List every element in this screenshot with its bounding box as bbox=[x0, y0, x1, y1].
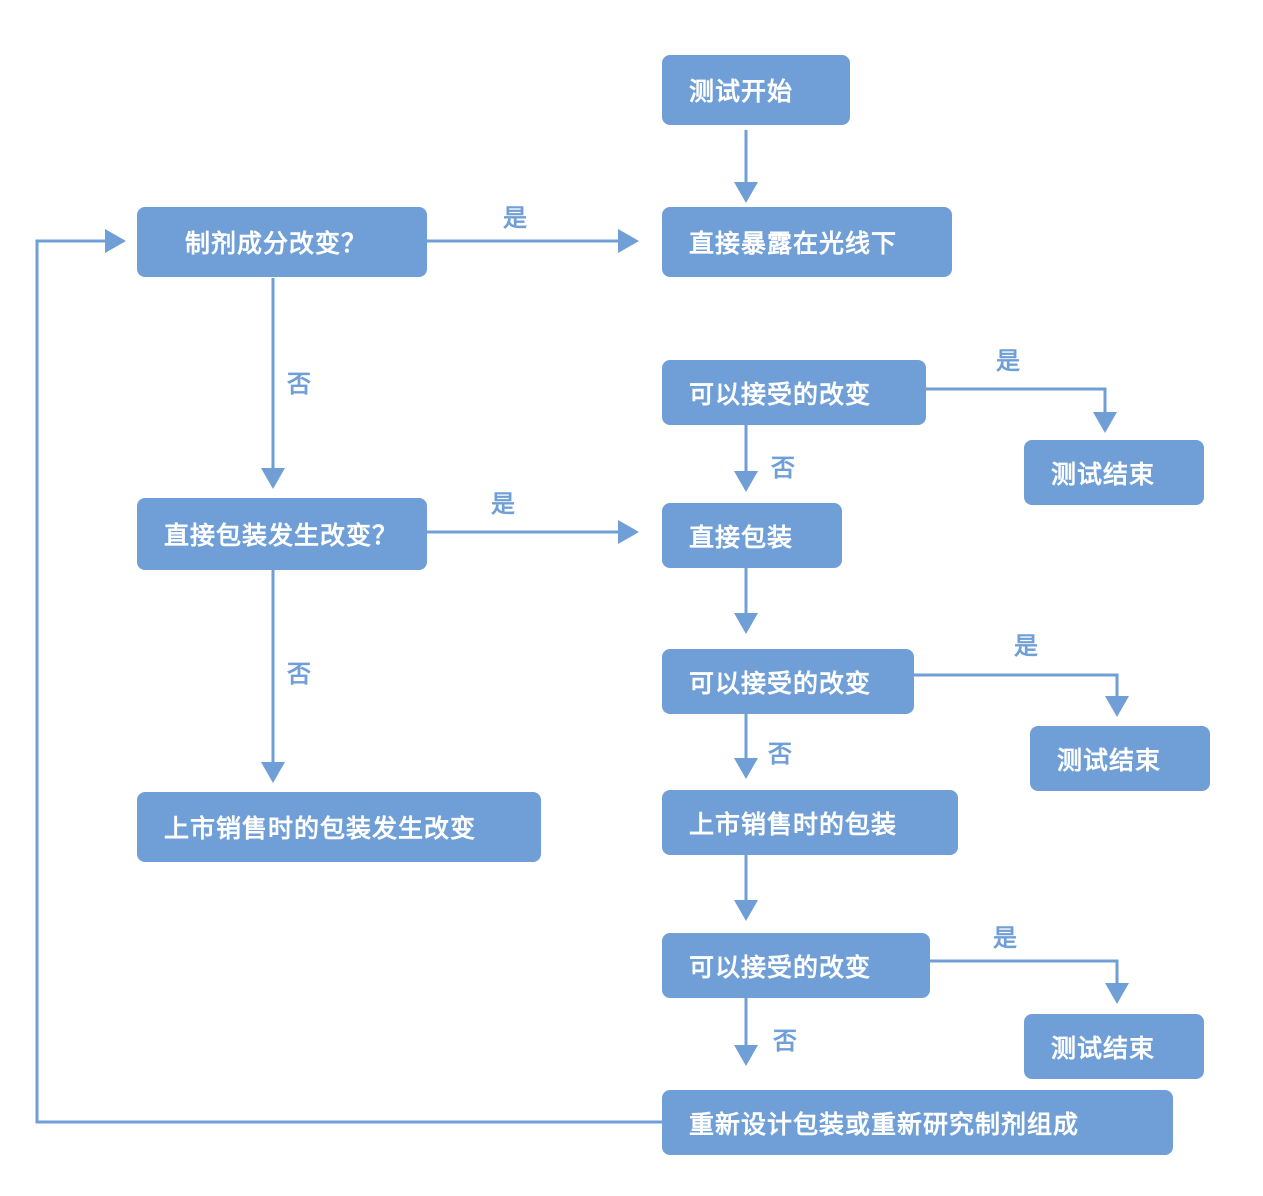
label-yes: 是 bbox=[503, 204, 527, 232]
label-no: 否 bbox=[287, 370, 311, 398]
node-end-3: 测试结束 bbox=[1024, 1014, 1204, 1079]
arrow-acc2-yes bbox=[914, 673, 1129, 717]
node-q-formulation: 制剂成分改变？ bbox=[137, 207, 427, 277]
node-direct-packaging: 直接包装 bbox=[662, 503, 842, 568]
node-end-2: 测试结束 bbox=[1030, 726, 1210, 791]
label-yes: 是 bbox=[993, 924, 1017, 952]
node-end-1: 测试结束 bbox=[1024, 440, 1204, 505]
node-start: 测试开始 bbox=[662, 55, 850, 125]
node-acceptable-3: 可以接受的改变 bbox=[662, 933, 930, 998]
node-expose: 直接暴露在光线下 bbox=[662, 207, 952, 277]
label-no: 否 bbox=[768, 740, 792, 768]
arrow-acc3-yes bbox=[930, 959, 1129, 1004]
node-q-packaging: 直接包装发生改变？ bbox=[137, 498, 427, 570]
node-market-pkg-change: 上市销售时的包装发生改变 bbox=[137, 792, 541, 862]
label-no: 否 bbox=[771, 454, 795, 482]
arrow-redesign-loop bbox=[35, 229, 662, 1124]
node-acceptable-1: 可以接受的改变 bbox=[662, 360, 926, 425]
node-redesign: 重新设计包装或重新研究制剂组成 bbox=[662, 1090, 1173, 1155]
label-no: 否 bbox=[287, 660, 311, 688]
label-yes: 是 bbox=[1014, 632, 1038, 660]
arrow-acc1-yes bbox=[926, 387, 1117, 433]
label-no: 否 bbox=[773, 1027, 797, 1055]
label-yes: 是 bbox=[491, 490, 515, 518]
node-market-packaging: 上市销售时的包装 bbox=[662, 790, 958, 855]
node-acceptable-2: 可以接受的改变 bbox=[662, 649, 914, 714]
label-yes: 是 bbox=[996, 347, 1020, 375]
